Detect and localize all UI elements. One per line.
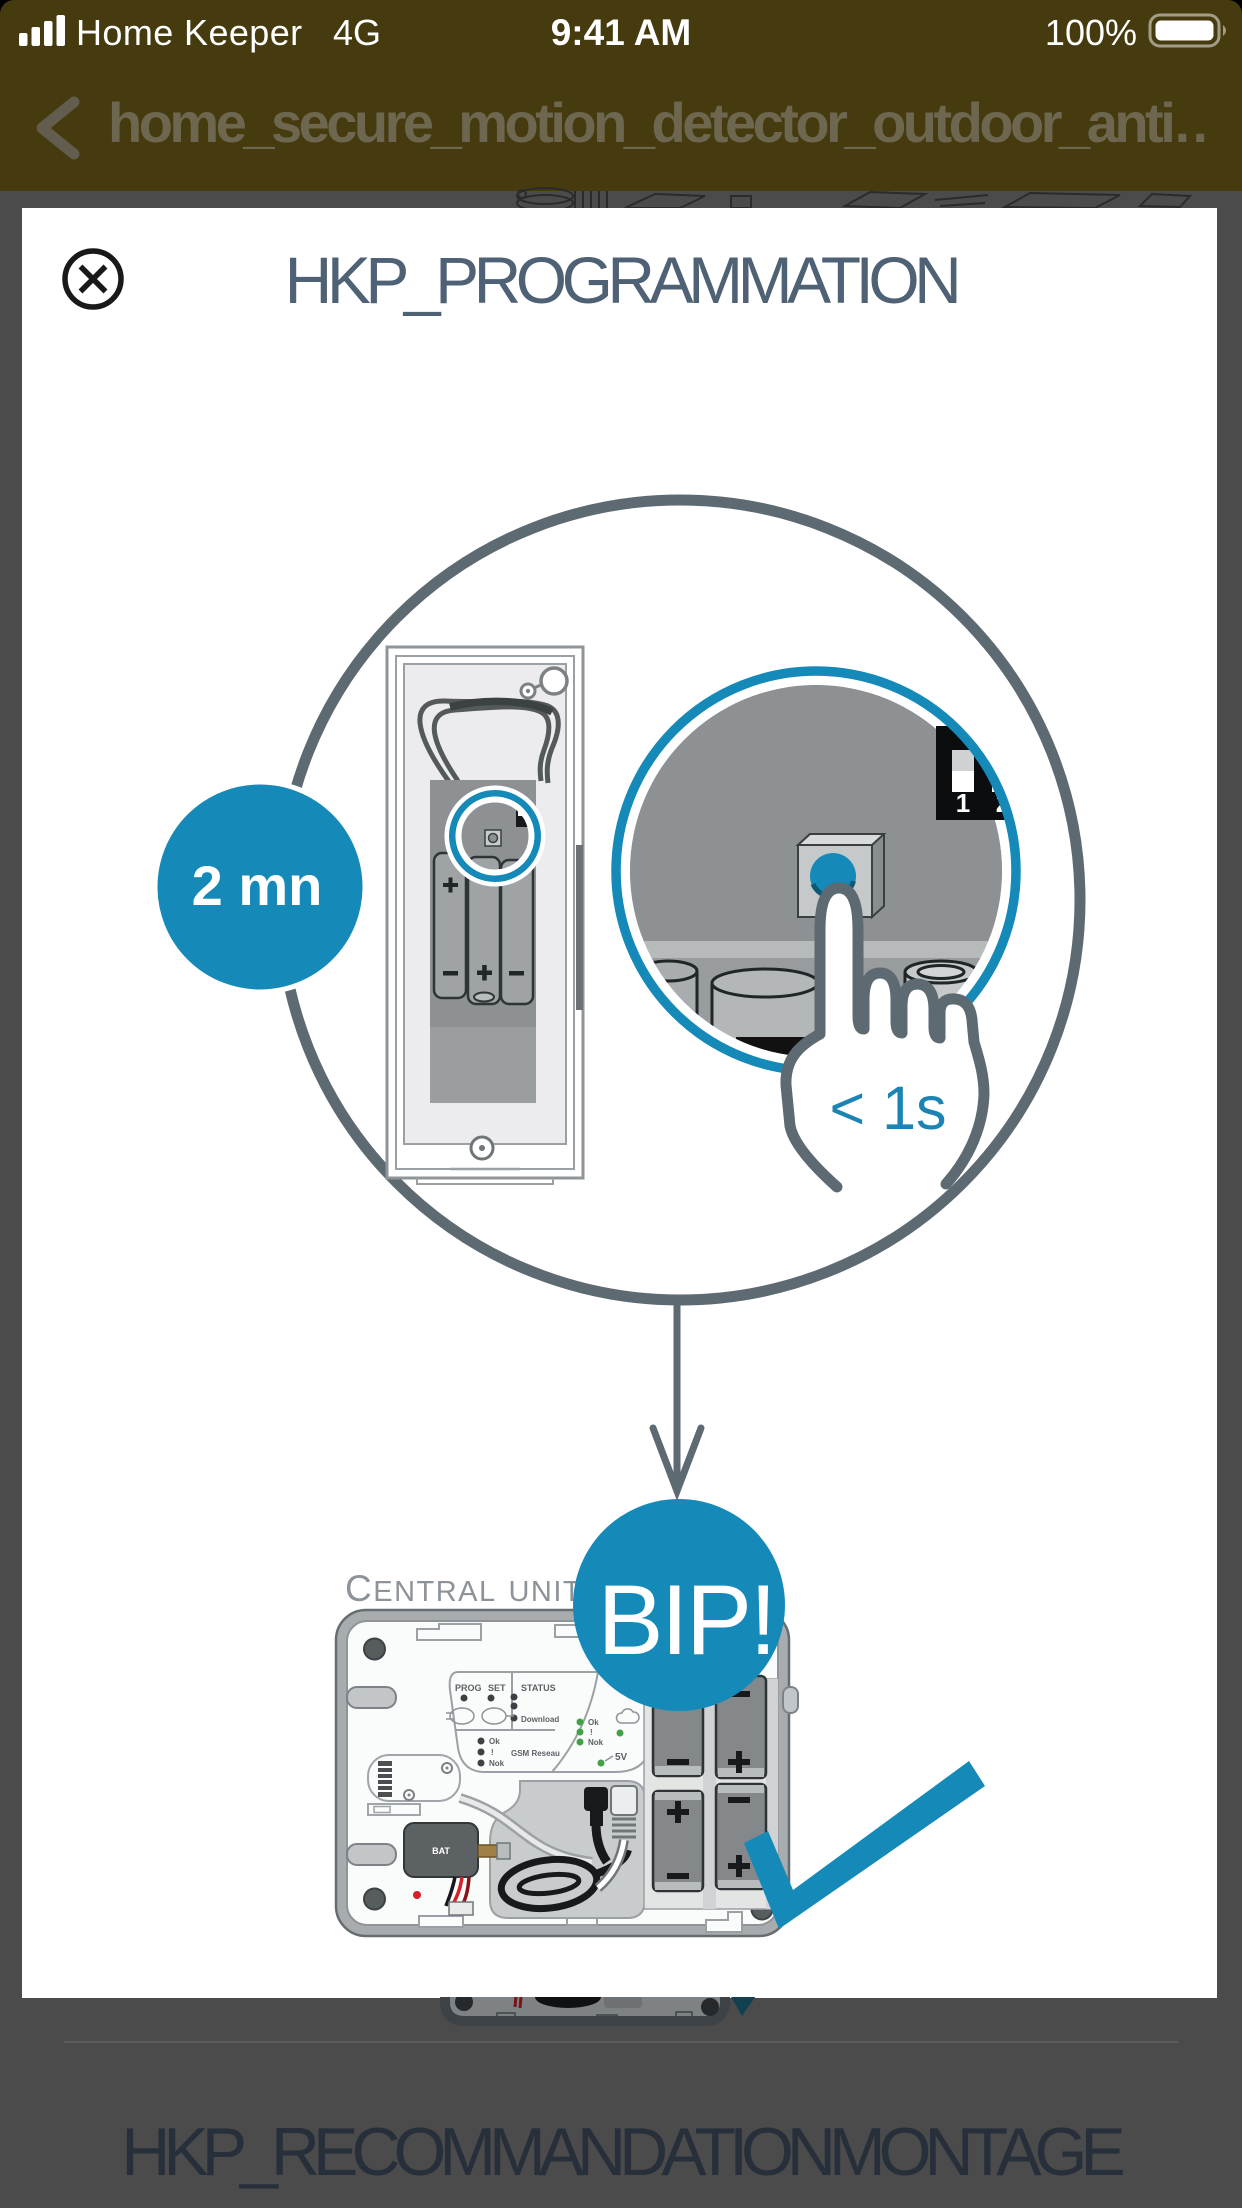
svg-text:!: ! <box>590 1728 593 1737</box>
svg-text:BAT: BAT <box>432 1846 450 1856</box>
svg-text:Ok: Ok <box>489 1737 500 1746</box>
svg-text:CENTRAL UNIT: CENTRAL UNIT <box>345 1568 582 1609</box>
svg-text:2 mn: 2 mn <box>192 854 323 917</box>
svg-text:Download: Download <box>521 1715 559 1724</box>
svg-text:Nok: Nok <box>588 1738 604 1747</box>
svg-text:STATUS: STATUS <box>521 1683 556 1693</box>
svg-text:Ok: Ok <box>588 1718 599 1727</box>
svg-text:BIP!: BIP! <box>597 1564 774 1675</box>
svg-text:Nok: Nok <box>489 1759 505 1768</box>
svg-text:1: 1 <box>956 788 970 818</box>
svg-text:GSM Reseau: GSM Reseau <box>511 1749 560 1758</box>
svg-text:SET: SET <box>488 1683 506 1693</box>
svg-text:PROG: PROG <box>455 1683 482 1693</box>
svg-text:5V: 5V <box>615 1752 628 1763</box>
svg-text:< 1s: < 1s <box>830 1074 947 1142</box>
svg-text:!: ! <box>491 1748 494 1757</box>
